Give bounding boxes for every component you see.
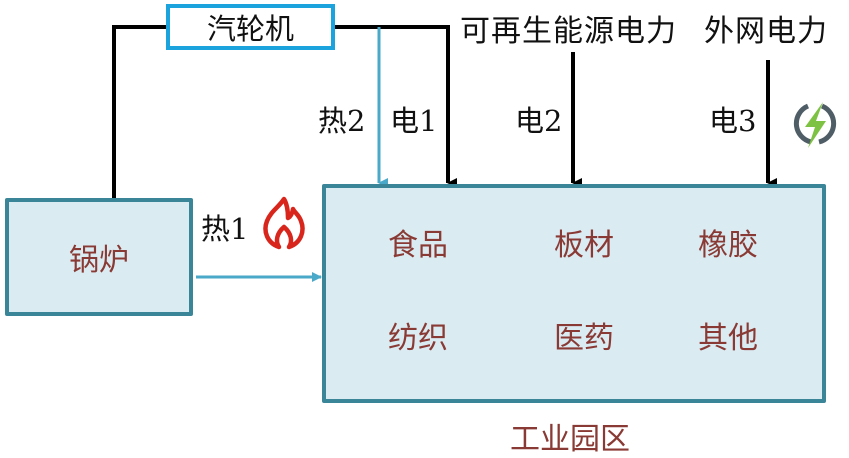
industry-medicine: 医药 — [554, 321, 614, 356]
heat1-label: 热1 — [201, 212, 249, 246]
boiler-turbine-line — [112, 25, 166, 198]
elec2-label: 电2 — [515, 104, 563, 138]
elec1-label: 电1 — [390, 104, 438, 138]
lightning-power-icon — [793, 102, 837, 148]
industry-board: 板材 — [554, 228, 614, 263]
industry-other: 其他 — [698, 321, 758, 356]
industry-rubber: 橡胶 — [698, 228, 758, 263]
heat2-label: 热2 — [318, 104, 366, 138]
renewable-source-label: 可再生能源电力 — [460, 14, 677, 49]
industrial-park-node — [322, 184, 826, 403]
boiler-label: 锅炉 — [69, 243, 129, 278]
turbine-node: 汽轮机 — [166, 4, 335, 50]
grid-source-label: 外网电力 — [704, 14, 828, 49]
flame-icon — [263, 196, 305, 250]
park-caption: 工业园区 — [510, 422, 630, 457]
industry-food: 食品 — [388, 228, 448, 263]
turbine-label: 汽轮机 — [206, 12, 294, 46]
boiler-node: 锅炉 — [5, 198, 193, 316]
elec3-label: 电3 — [709, 104, 757, 138]
industry-textile: 纺织 — [388, 321, 448, 356]
elec1-line — [335, 25, 457, 188]
